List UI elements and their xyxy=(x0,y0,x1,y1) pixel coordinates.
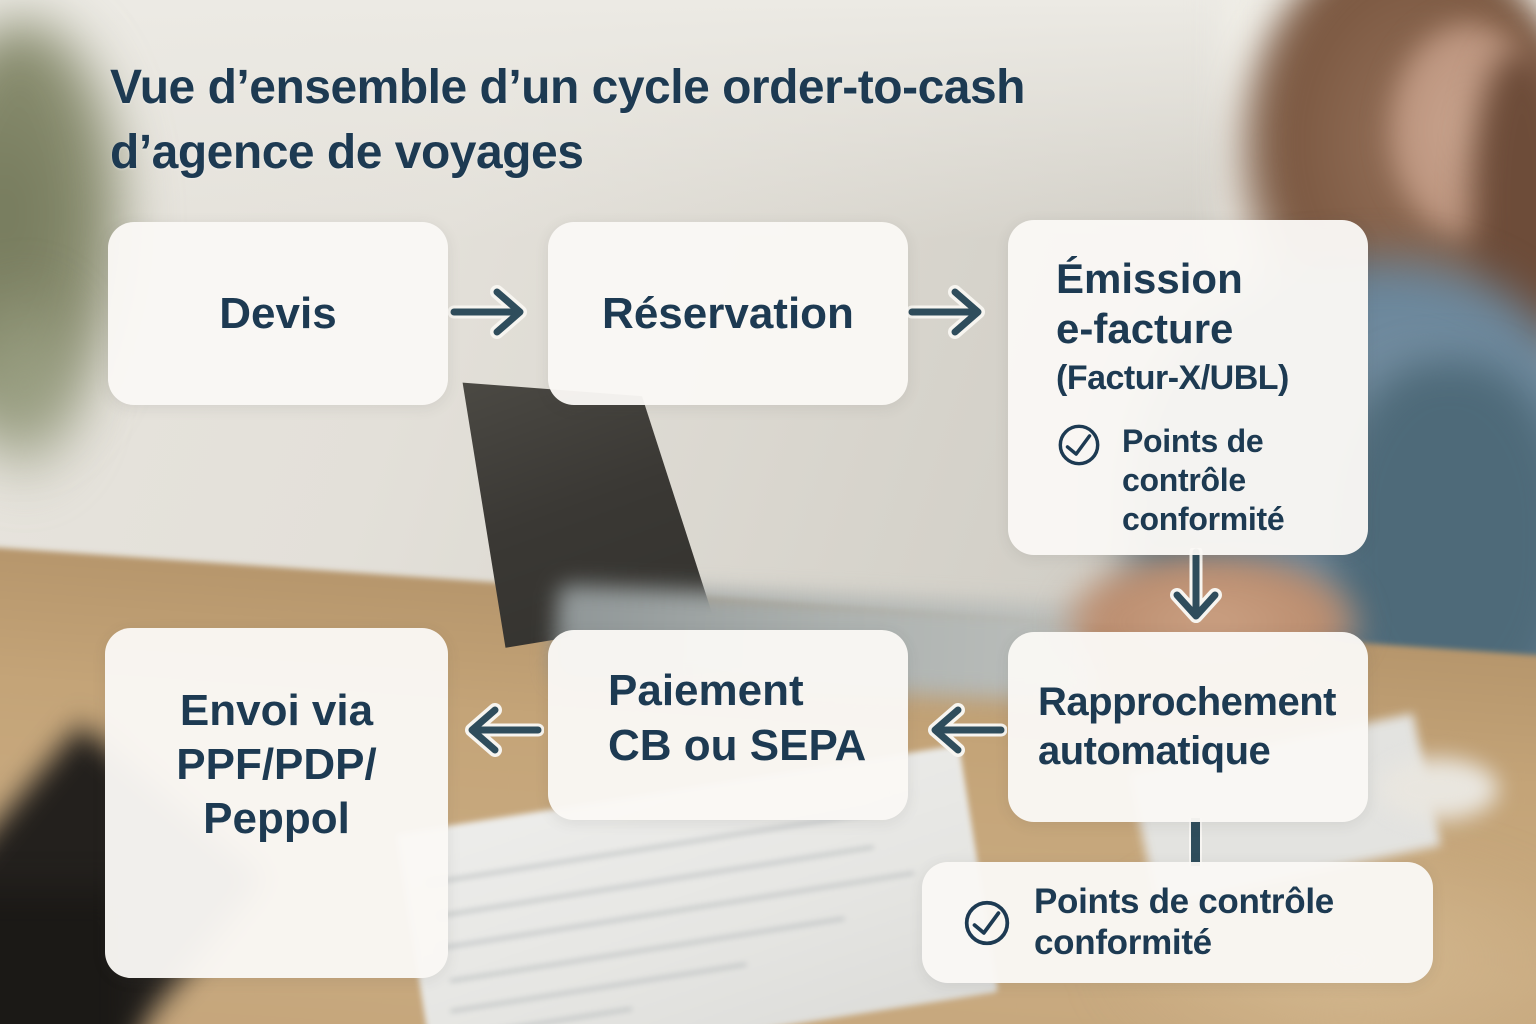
desk-spot xyxy=(1378,758,1498,820)
node-reservation-label: Réservation xyxy=(602,288,854,338)
arrow-left-icon xyxy=(928,703,1007,757)
node-emission-label-line2: e-facture xyxy=(1056,305,1234,353)
node-devis: Devis xyxy=(108,222,448,405)
node-envoi: Envoi via PPF/PDP/ Peppol xyxy=(105,628,448,978)
node-emission-label-line1: Émission xyxy=(1056,255,1243,302)
node-rapprochement-line1: Rapprochement xyxy=(1038,680,1337,725)
checkpoint-text-line1: Points de contrôle xyxy=(1034,882,1334,922)
node-envoi-line1: Envoi via xyxy=(179,686,374,736)
node-paiement-line1: Paiement xyxy=(608,666,804,715)
title-line-1: Vue d’ensemble d’un cycle order-to-cash xyxy=(110,61,1025,114)
node-emission-subtitle: (Factur-X/UBL) xyxy=(1056,358,1289,397)
compliance-checkpoint: Points de contrôle conformité xyxy=(1056,422,1285,539)
checkpoint-text-line2: contrôle xyxy=(1122,461,1246,498)
checkpoint-text-line2: conformité xyxy=(1034,922,1212,962)
node-paiement-line2: CB ou SEPA xyxy=(608,721,867,770)
node-reservation: Réservation xyxy=(548,222,908,405)
arrow-left-icon xyxy=(465,703,544,757)
arrow-right-icon xyxy=(906,285,985,339)
node-emission-e-facture: Émission e-facture (Factur-X/UBL) Points… xyxy=(1008,220,1368,555)
node-devis-label: Devis xyxy=(219,288,337,338)
check-circle-icon xyxy=(964,900,1010,945)
connector-line-down xyxy=(1191,818,1200,866)
node-rapprochement: Rapprochement automatique xyxy=(1008,632,1368,822)
node-paiement: Paiement CB ou SEPA xyxy=(548,630,908,820)
checkpoint-text: Points de contrôle conformité xyxy=(1122,422,1285,539)
check-circle-icon xyxy=(1058,424,1100,466)
node-points-controle: Points de contrôle conformité xyxy=(922,862,1433,983)
node-envoi-line3: Peppol xyxy=(203,793,350,843)
checkpoint-text: Points de contrôle conformité xyxy=(1034,882,1334,963)
page-title: Vue d’ensemble d’un cycle order-to-cash … xyxy=(110,55,1310,186)
title-line-2: d’agence de voyages xyxy=(110,126,584,180)
checkpoint-text-line1: Points de xyxy=(1122,422,1264,459)
node-rapprochement-line2: automatique xyxy=(1038,729,1271,773)
arrow-down-icon xyxy=(1170,548,1222,623)
checkpoint-text-line3: conformité xyxy=(1122,500,1285,537)
node-envoi-line2: PPF/PDP/ xyxy=(176,740,377,790)
arrow-right-icon xyxy=(448,285,527,339)
